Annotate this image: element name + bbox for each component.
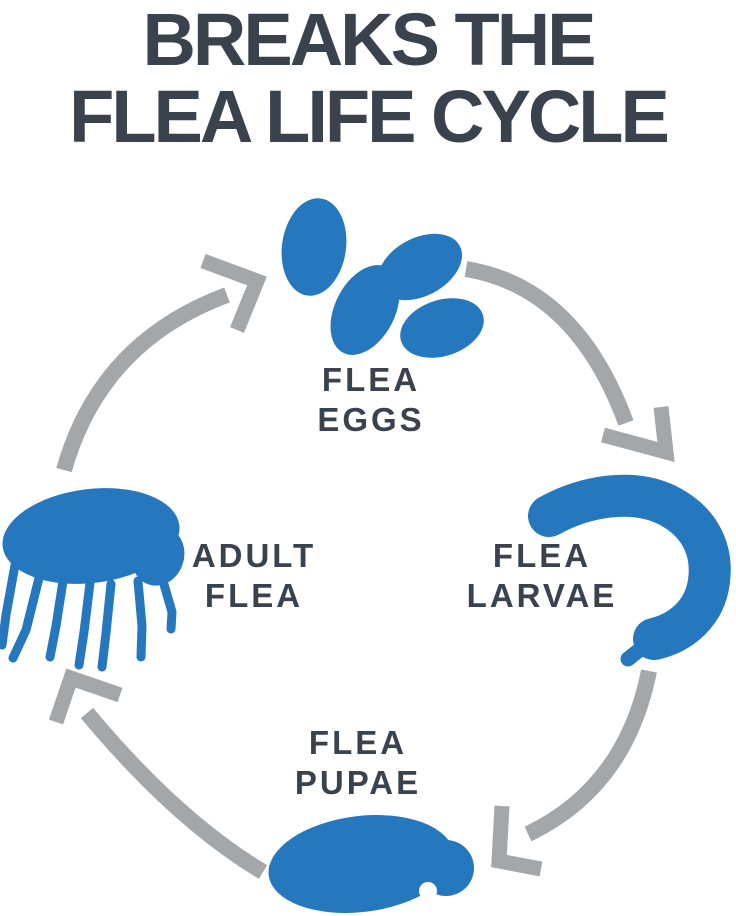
adult-flea-leg-2: [8, 569, 45, 663]
page-title: BREAKS THE FLEA LIFE CYCLE: [0, 0, 736, 155]
adult-flea-head: [131, 526, 185, 586]
arrow-larvae-to-pupae-icon: [491, 669, 657, 877]
page-title-line-2: FLEA LIFE CYCLE: [69, 75, 670, 158]
arrow-pupae-to-adult-head: [48, 668, 123, 725]
flea-egg-1: [281, 198, 347, 296]
adult-flea-leg-7: [156, 569, 177, 634]
arrow-adult-to-eggs-icon: [56, 253, 267, 473]
cycle-arrows: [48, 253, 675, 879]
flea-larva-tail: [620, 632, 660, 667]
flea-pupa-body: [268, 815, 454, 913]
flea-egg-4: [400, 298, 484, 358]
flea-egg-3: [377, 233, 463, 301]
adult-flea-leg-6: [133, 576, 147, 662]
arrow-larvae-to-pupae-arc: [524, 669, 657, 842]
label-flea-eggs: FLEA EGGS: [317, 361, 425, 438]
adult-flea-leg-3: [45, 576, 68, 662]
flea-eggs-icon: [281, 198, 484, 358]
adult-flea-leg-5: [97, 579, 116, 672]
arrow-eggs-to-larvae-arc: [464, 261, 634, 426]
label-adult-flea: ADULT FLEA: [191, 537, 317, 614]
arrow-larvae-to-pupae-head: [491, 805, 543, 877]
flea-pupa-curl-hole: [419, 882, 437, 900]
adult-flea-icon: [0, 488, 185, 672]
flea-pupae-icon: [268, 815, 474, 913]
adult-flea-legs: [0, 560, 177, 672]
adult-flea-leg-4: [74, 578, 95, 670]
arrow-pupae-to-adult-icon: [48, 668, 268, 879]
arrow-adult-to-eggs-arc: [56, 287, 230, 473]
label-flea-larvae: FLEA LARVAE: [466, 537, 618, 614]
arrow-eggs-to-larvae-head: [601, 406, 675, 463]
label-flea-pupae: FLEA PUPAE: [294, 724, 422, 801]
flea-pupa-curl: [418, 840, 474, 896]
arrow-eggs-to-larvae-icon: [464, 261, 675, 463]
adult-flea-leg-1: [0, 560, 20, 650]
flea-larvae-icon: [528, 474, 731, 667]
page-title-line-1: BREAKS THE: [142, 0, 596, 81]
flea-larva-body: [528, 474, 731, 660]
arrow-pupae-to-adult-arc: [80, 707, 268, 879]
arrow-adult-to-eggs-head: [200, 253, 267, 333]
adult-flea-body-group: [2, 488, 185, 586]
